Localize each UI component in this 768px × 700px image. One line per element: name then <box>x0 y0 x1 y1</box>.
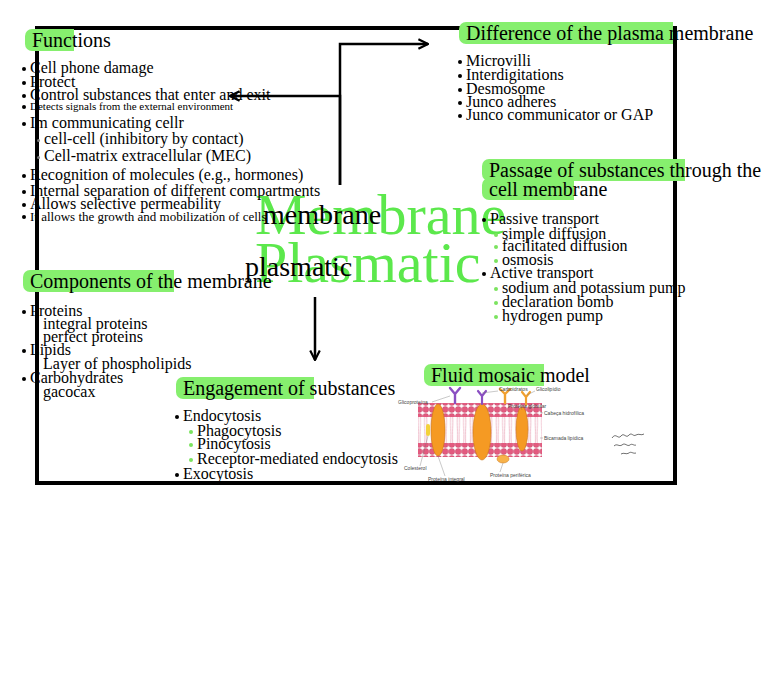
section-heading: Difference of the plasma membrane <box>459 22 756 44</box>
illustration-label: Proteína periférica <box>490 472 531 478</box>
protein-shape <box>431 404 445 456</box>
central-word: membrane <box>263 199 381 230</box>
bullet-dot <box>22 215 26 219</box>
list-item: Passive transport <box>490 210 599 227</box>
protein-shape <box>516 407 528 451</box>
topic-box: FunctionsCell phone damageProtectControl… <box>24 30 230 225</box>
bullet-dot <box>494 301 498 305</box>
connector-arrow <box>340 44 428 185</box>
text-row: cell-cell (inhibitory by contact) <box>44 130 243 148</box>
illustration-label: Proteína globular <box>508 403 546 409</box>
list-item: Active transport <box>490 264 594 281</box>
illustration-label: Glicoproteína <box>398 399 428 405</box>
illustration-label: Cabeça hidrofílica <box>544 410 584 416</box>
bullet-dot <box>189 443 193 447</box>
bullet-dot <box>482 272 486 276</box>
text-row: Recognition of molecules (e.g., hormones… <box>30 166 303 184</box>
membrane-illustration <box>418 388 543 476</box>
bullet-dot <box>189 430 193 434</box>
bullet-dot <box>494 245 498 249</box>
illustration-label: Colesterol <box>404 465 427 471</box>
glycoprotein-symbol <box>450 388 460 403</box>
bullet-dot <box>175 473 179 477</box>
bullet-dot <box>458 74 462 78</box>
bullet-dot <box>22 94 26 98</box>
bullet-dot <box>494 233 498 237</box>
bullet-dot <box>22 377 26 381</box>
bullet-dot <box>22 122 26 126</box>
list-item: It allows the growth and mobilization of… <box>30 209 266 224</box>
illustration-label: Carboidratos <box>499 386 528 392</box>
list-item: Recognition of molecules (e.g., hormones… <box>30 166 303 183</box>
list-item: Endocytosis <box>183 407 261 424</box>
list-item: Junco communicator or GAP <box>466 106 653 123</box>
text-row: Detects signals from the external enviro… <box>30 100 233 113</box>
topic-box: Difference of the plasma membraneMicrovi… <box>428 20 763 125</box>
bullet-dot <box>22 81 26 85</box>
section-heading: Engagement of substances <box>176 377 398 399</box>
list-item: hydrogen pump <box>502 307 603 324</box>
list-item: Receptor-mediated endocytosis <box>197 450 398 467</box>
text-row: Junco communicator or GAP <box>466 106 653 124</box>
text-row: Exocytosis <box>183 465 253 483</box>
bullet-dot <box>458 60 462 64</box>
cholesterol-shape <box>426 424 430 436</box>
signature-scribble <box>612 434 644 454</box>
bullet-dot <box>189 458 193 462</box>
section-heading: Functions <box>25 29 114 51</box>
text-row: Engagement of substances <box>176 377 398 399</box>
text-row: Passage of substances through the cell m… <box>482 161 768 199</box>
bullet-dot <box>37 156 40 159</box>
protein-shape <box>473 404 491 460</box>
list-item: cell-cell (inhibitory by contact) <box>44 130 243 147</box>
text-row: Im communicating cellr <box>30 114 184 132</box>
bullet-dot <box>22 190 26 194</box>
central-topic: Membrane Plasmaticmembraneplasmatic <box>245 185 520 297</box>
bullet-dot <box>22 349 26 353</box>
list-item: Pinocytosis <box>197 435 271 452</box>
section-heading: Passage of substances through the cell m… <box>482 159 764 200</box>
bullet-dot <box>22 67 26 71</box>
illustration-label: Glicolipídio <box>536 386 560 392</box>
text-row: Difference of the plasma membrane <box>459 22 756 44</box>
protein-shape <box>497 455 509 463</box>
bullet-dot <box>494 315 498 319</box>
bullet-dot <box>175 415 179 419</box>
text-row: Cell-matrix extracellular (MEC) <box>44 147 251 165</box>
list-item: Exocytosis <box>183 465 253 482</box>
bullet-dot <box>494 259 498 263</box>
topic-box: Engagement of substancesEndocytosisPhago… <box>176 360 416 482</box>
bullet-dot <box>22 310 26 314</box>
text-row: Fluid mosaic model <box>424 364 593 386</box>
bullet-dot <box>458 88 462 92</box>
bullet-dot <box>22 203 26 207</box>
text-row: It allows the growth and mobilization of… <box>30 209 266 224</box>
text-row: gacocax <box>43 383 95 401</box>
list-item: gacocax <box>43 383 95 400</box>
text-row: hydrogen pump <box>502 307 603 325</box>
bullet-dot <box>458 101 462 105</box>
bullet-dot <box>458 114 462 118</box>
bullet-dot <box>22 174 26 178</box>
bullet-dot <box>482 218 486 222</box>
topic-box: Fluid mosaic model <box>427 364 597 386</box>
section-heading: Components of the membrane <box>23 270 275 292</box>
bullet-dot <box>494 287 498 291</box>
text-row: Functions <box>25 29 114 51</box>
list-item: Cell-matrix extracellular (MEC) <box>44 147 251 164</box>
illustration-label: Bicamada lipídica <box>544 435 583 441</box>
list-item: Detects signals from the external enviro… <box>30 100 233 112</box>
topic-box: Passage of substances through the cell m… <box>484 160 768 322</box>
bullet-dot <box>37 139 40 142</box>
list-item: Im communicating cellr <box>30 114 184 131</box>
illustration-label: Proteína integral <box>428 476 465 482</box>
bullet-dot <box>22 105 26 109</box>
section-heading: Fluid mosaic model <box>424 364 593 386</box>
text-row: Components of the membrane <box>23 270 275 292</box>
text-row: membrane <box>263 200 381 230</box>
connector-arrow <box>314 297 317 360</box>
